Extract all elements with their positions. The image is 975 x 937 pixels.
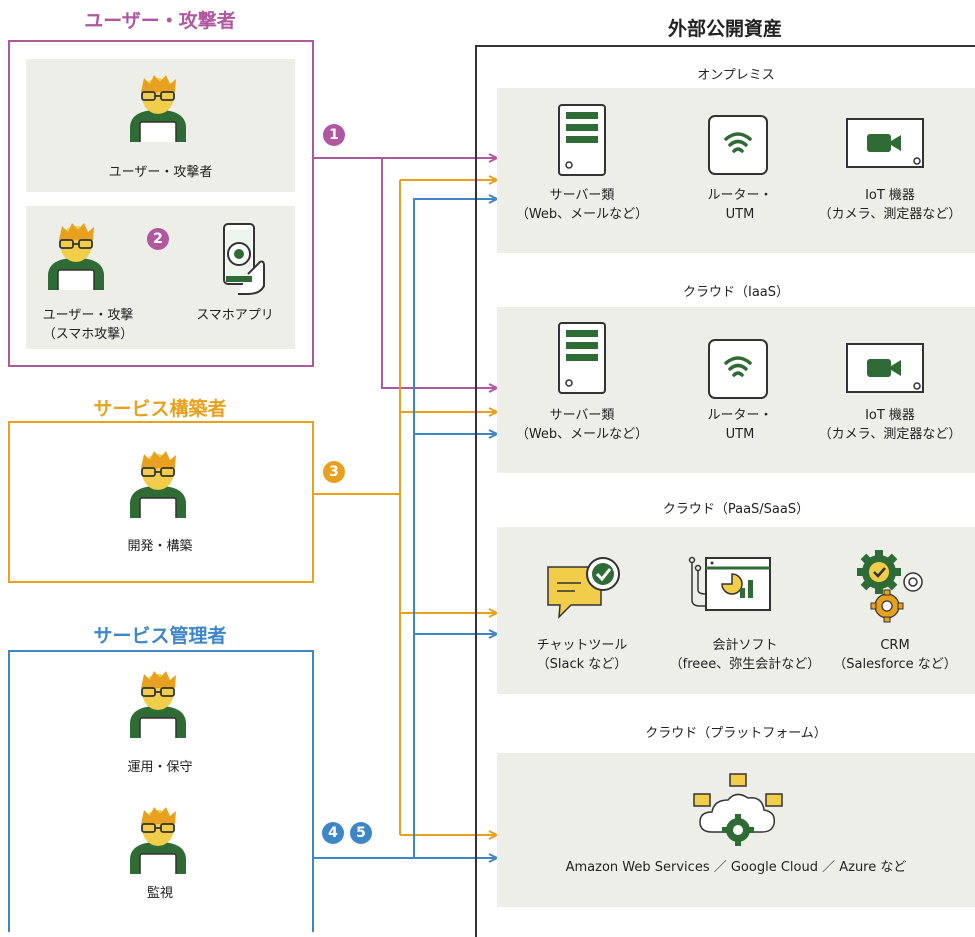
section-title-paas-saas: クラウド（PaaS/SaaS）: [662, 502, 810, 517]
smartphone-app-label: スマホアプリ: [196, 308, 274, 323]
chat-icon: [547, 557, 620, 619]
badge-4: 4: [322, 822, 344, 844]
badge-1: 1: [323, 124, 345, 146]
router-label: ルーター・ UTM: [707, 188, 773, 222]
users-title: ユーザー・攻撃者: [84, 10, 236, 32]
badge-5: 5: [350, 822, 372, 844]
section-title-iaas: クラウド（IaaS）: [682, 285, 790, 300]
users-group-box: [8, 40, 314, 367]
badge-3: 3: [323, 461, 345, 483]
router-icon: [708, 115, 768, 175]
smartphone-attacker-label: ユーザー・攻撃 （スマホ攻撃）: [42, 308, 134, 342]
gears-icon: [857, 550, 923, 623]
server-label: サーバー類 （Web、メールなど）: [515, 188, 649, 222]
monitoring-person-icon: [130, 807, 186, 874]
platform-label: Amazon Web Services ／ Google Cloud ／ Azu…: [565, 860, 907, 875]
section-title-platform: クラウド（プラットフォーム）: [645, 726, 827, 741]
cloud-icon: [693, 773, 783, 846]
manager-lines: [312, 199, 497, 858]
builders-group-box: [8, 421, 314, 583]
managers-group-box: [8, 650, 314, 932]
camera-icon: [846, 343, 924, 393]
chat-tool-label: チャットツール （Slack など）: [536, 638, 628, 672]
accounting-icon: [688, 556, 771, 611]
external-assets-title: 外部公開資産: [667, 18, 782, 40]
crm-label: CRM （Salesforce など）: [833, 638, 957, 672]
router-label: ルーター・ UTM: [707, 408, 773, 442]
server-icon: [558, 322, 606, 394]
camera-icon: [846, 118, 924, 168]
section-title-onpremise: オンプレミス: [697, 68, 775, 83]
badge-2: 2: [147, 228, 169, 250]
smartphone-app-icon: [223, 223, 265, 295]
user-attacker-person-icon: [130, 75, 186, 142]
maintenance-person-icon: [130, 671, 186, 738]
router-icon: [708, 339, 768, 399]
builder-label: 開発・構築: [127, 539, 193, 554]
builder-person-icon: [130, 451, 186, 518]
user-attacker-label: ユーザー・攻撃者: [108, 165, 213, 180]
external-assets-box: [475, 45, 975, 937]
smartphone-attacker-person-icon: [48, 223, 104, 290]
server-icon: [558, 104, 606, 176]
builder-lines: [312, 180, 497, 835]
monitoring-label: 監視: [146, 886, 173, 901]
builders-title: サービス構築者: [93, 398, 227, 420]
iot-device-label: IoT 機器 （カメラ、測定器など）: [818, 188, 962, 222]
accounting-software-label: 会計ソフト （freee、弥生会計など）: [669, 638, 821, 672]
maintenance-label: 運用・保守: [127, 760, 193, 775]
iot-device-label: IoT 機器 （カメラ、測定器など）: [818, 408, 962, 442]
server-label: サーバー類 （Web、メールなど）: [515, 408, 649, 442]
managers-title: サービス管理者: [93, 625, 227, 647]
